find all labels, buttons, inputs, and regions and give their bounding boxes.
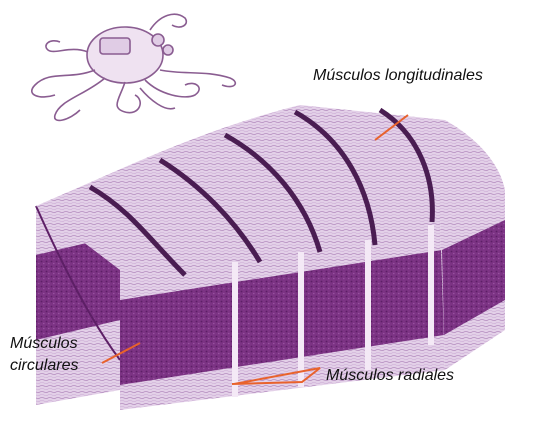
label-circular-line-1: Músculos bbox=[10, 333, 78, 355]
label-radial-muscles: Músculos radiales bbox=[326, 365, 454, 387]
label-circular-line-2: circulares bbox=[10, 355, 78, 377]
label-circular-muscles: Músculos circulares bbox=[10, 333, 78, 377]
label-longitudinal-muscles: Músculos longitudinales bbox=[313, 65, 483, 87]
octopus-illustration bbox=[32, 14, 236, 120]
